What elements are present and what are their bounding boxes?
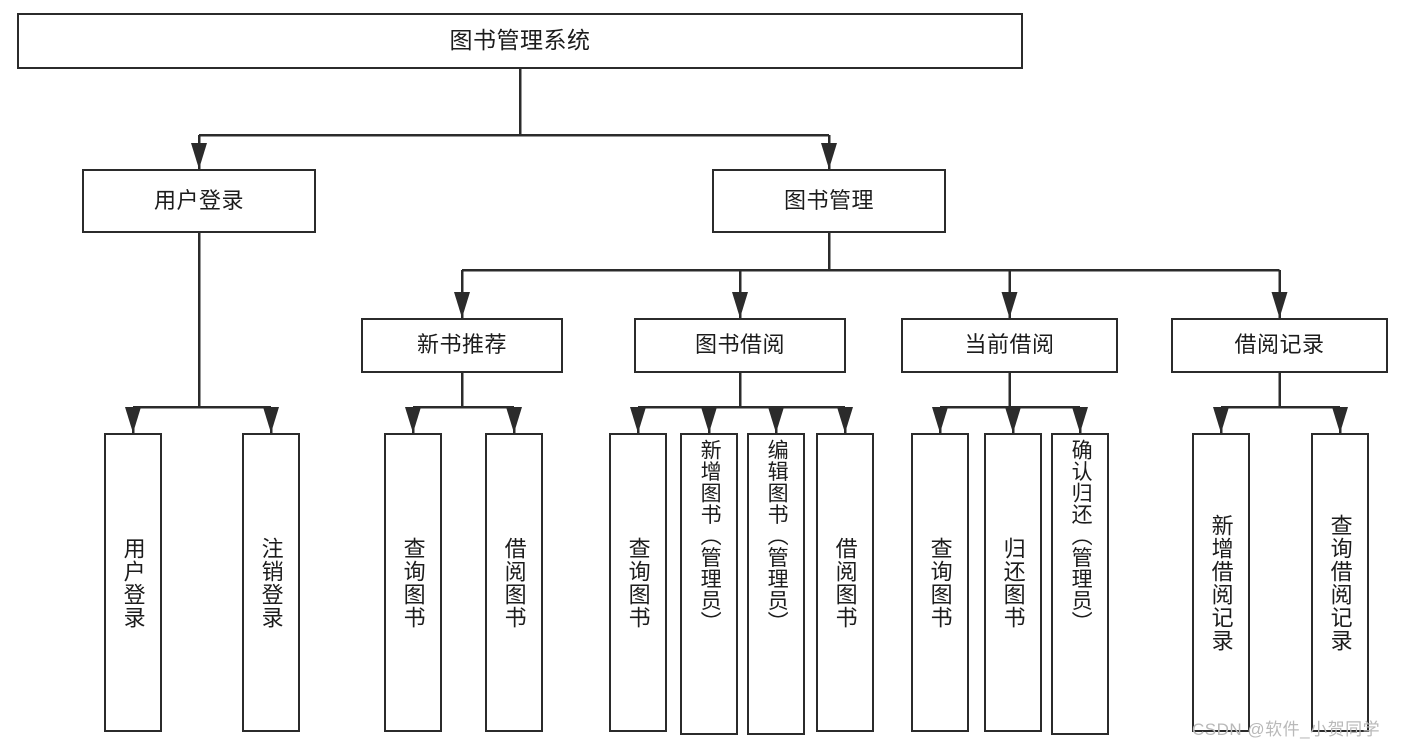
node-bookmgmt[interactable]: 图书管理 [712, 169, 946, 233]
node-label: 借阅记录 [1234, 332, 1325, 358]
node-root[interactable]: 图书管理系统 [17, 13, 1023, 69]
node-l7[interactable]: 编辑图书（管理员） [747, 433, 805, 735]
node-label: 新书推荐 [416, 332, 507, 358]
node-l10[interactable]: 归还图书 [984, 433, 1042, 732]
node-current[interactable]: 当前借阅 [901, 318, 1118, 373]
node-l2[interactable]: 注销登录 [242, 433, 300, 732]
node-label: 用户登录 [153, 187, 244, 213]
node-l4[interactable]: 借阅图书 [485, 433, 543, 732]
node-label: 图书管理 [783, 187, 874, 213]
node-label: 用户登录 [120, 536, 146, 629]
node-label: 新增借阅记录 [1208, 513, 1234, 652]
node-label: 查询图书 [625, 536, 651, 629]
node-label: 查询图书 [400, 536, 426, 629]
node-l13[interactable]: 查询借阅记录 [1311, 433, 1369, 732]
node-l8[interactable]: 借阅图书 [816, 433, 874, 732]
node-l9[interactable]: 查询图书 [911, 433, 969, 732]
node-l12[interactable]: 新增借阅记录 [1192, 433, 1250, 732]
node-l3[interactable]: 查询图书 [384, 433, 442, 732]
node-newbook[interactable]: 新书推荐 [361, 318, 563, 373]
node-label: 借阅图书 [501, 536, 527, 629]
node-label: 确认归还（管理员） [1069, 439, 1093, 633]
node-label: 编辑图书（管理员） [765, 439, 789, 633]
node-label: 图书管理系统 [449, 27, 591, 54]
node-label: 图书借阅 [694, 332, 785, 358]
node-l1[interactable]: 用户登录 [104, 433, 162, 732]
node-label: 当前借阅 [964, 332, 1055, 358]
node-label: 查询借阅记录 [1327, 513, 1353, 652]
node-records[interactable]: 借阅记录 [1171, 318, 1388, 373]
node-label: 借阅图书 [832, 536, 858, 629]
node-login[interactable]: 用户登录 [82, 169, 316, 233]
node-label: 归还图书 [1000, 536, 1026, 629]
node-l5[interactable]: 查询图书 [609, 433, 667, 732]
node-borrow[interactable]: 图书借阅 [634, 318, 846, 373]
node-l11[interactable]: 确认归还（管理员） [1051, 433, 1109, 735]
node-label: 查询图书 [927, 536, 953, 629]
node-label: 注销登录 [258, 536, 284, 629]
node-label: 新增图书（管理员） [698, 439, 722, 633]
node-l6[interactable]: 新增图书（管理员） [680, 433, 738, 735]
